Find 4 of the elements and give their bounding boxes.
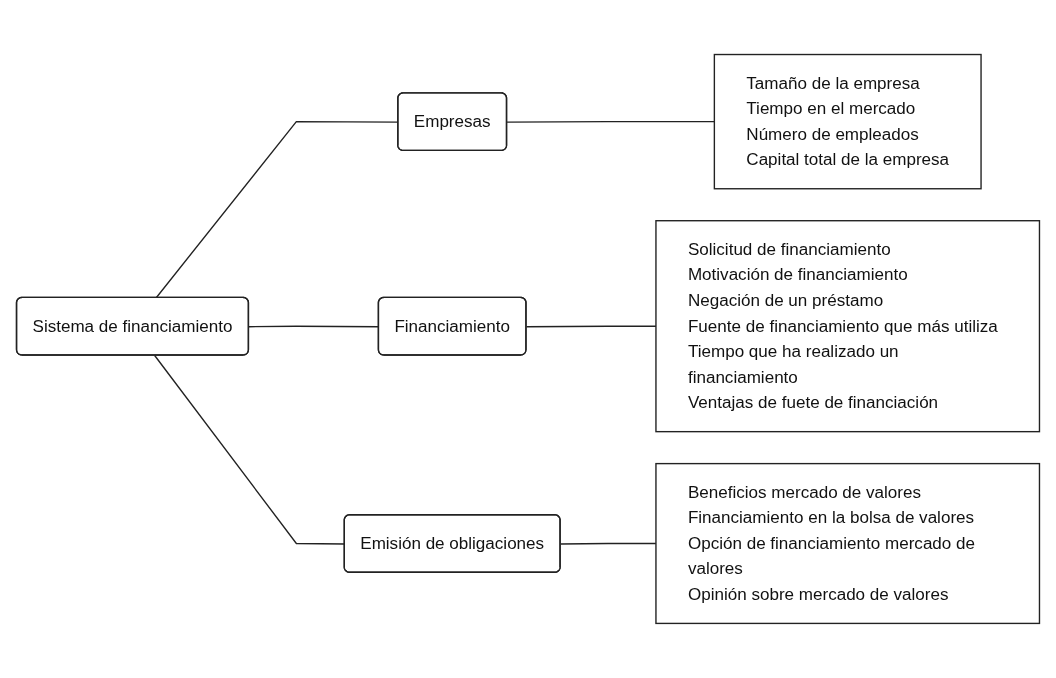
diagram-drawing: Sistema de financiamiento Empresas Tamaño de la empresa Tiempo en el mercado Número de empleados Capital total de la empresa Financiamiento Solicitud de financiamiento Motivación de financiamiento Negación de un préstamo Fuente de financiamiento que más utiliza Tiempo que ha realizado un financiamiento Ventajas de fuete de financiación Emisión de obligaciones Beneficios mercado de valores Financiamiento en la bolsa de valores Opción de financiamiento mercado de valores Opinión sobre mercado de valores xyxy=(8,46,1048,632)
node-box xyxy=(655,220,1041,433)
node-box xyxy=(655,462,1041,625)
node-box xyxy=(713,53,982,190)
